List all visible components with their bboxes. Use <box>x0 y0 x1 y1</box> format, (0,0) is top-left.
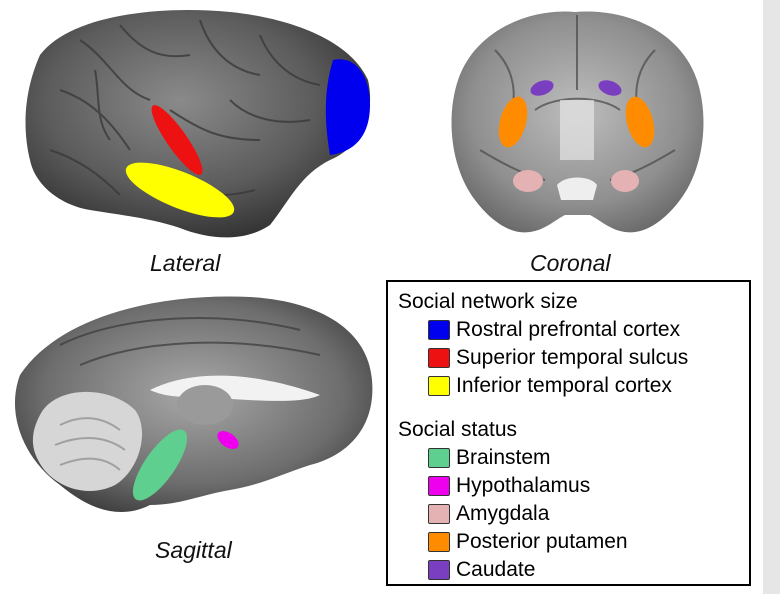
coronal-slice-image <box>435 0 720 250</box>
legend-swatch <box>428 376 450 396</box>
legend-item-brainstem: Brainstem <box>428 446 551 470</box>
right-caudate-region <box>598 80 622 96</box>
legend-heading-network-size: Social network size <box>398 290 578 313</box>
legend-item-posterior-putamen: Posterior putamen <box>428 530 628 554</box>
left-caudate-region <box>530 80 554 96</box>
lateral-brain-image <box>0 0 380 250</box>
right-amygdala-region <box>611 170 639 192</box>
legend-swatch <box>428 348 450 368</box>
sagittal-view-label: Sagittal <box>155 537 232 563</box>
brainstem-region <box>132 429 188 501</box>
legend-swatch <box>428 448 450 468</box>
left-putamen-region <box>498 96 528 148</box>
coronal-view-label: Coronal <box>530 250 611 276</box>
hypothalamus-region <box>217 431 239 449</box>
legend-heading-social-status: Social status <box>398 418 518 441</box>
inferior-temporal-cortex-region <box>125 162 235 218</box>
legend-item-superior-temporal-sulcus: Superior temporal sulcus <box>428 346 688 370</box>
superior-temporal-sulcus-region <box>151 105 203 175</box>
legend-swatch <box>428 504 450 524</box>
legend-swatch <box>428 320 450 340</box>
rostral-prefrontal-cortex-region <box>325 59 370 155</box>
legend-item-amygdala: Amygdala <box>428 502 549 526</box>
legend-item-inferior-temporal-cortex: Inferior temporal cortex <box>428 374 672 398</box>
right-putamen-region <box>625 96 655 148</box>
legend-item-hypothalamus: Hypothalamus <box>428 474 590 498</box>
legend-swatch <box>428 532 450 552</box>
lateral-view-label: Lateral <box>150 250 221 276</box>
legend-swatch <box>428 560 450 580</box>
sagittal-slice-image <box>0 285 380 535</box>
legend-item-rostral-prefrontal-cortex: Rostral prefrontal cortex <box>428 318 680 342</box>
region-legend: Social network size Rostral prefrontal c… <box>386 280 751 586</box>
legend-swatch <box>428 476 450 496</box>
legend-item-caudate: Caudate <box>428 558 535 582</box>
scrollbar-track[interactable] <box>763 0 780 594</box>
left-amygdala-region <box>513 170 543 192</box>
